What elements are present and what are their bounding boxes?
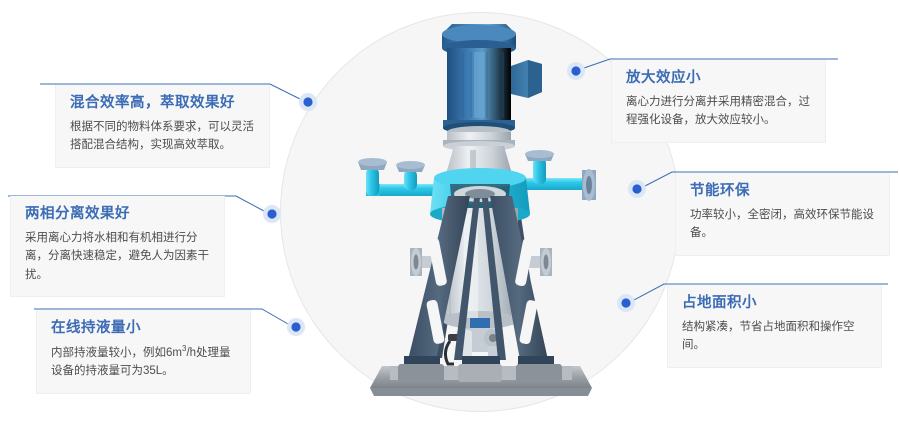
desc-pre: 内部持液量较小，例如6m bbox=[51, 346, 182, 359]
callout-small-footprint[interactable]: 占地面积小 结构紧凑，节省占地面积和操作空间。 bbox=[667, 285, 882, 368]
callout-description: 根据不同的物料体系要求，可以灵活搭配混合结构，实现高效萃取。 bbox=[70, 120, 254, 152]
inlet-pipe-left bbox=[358, 158, 452, 196]
callout-title: 两相分离效果好 bbox=[25, 206, 130, 222]
support-frame-front bbox=[404, 196, 554, 366]
callout-energy-saving[interactable]: 节能环保 功率较小，全密闭，高效环保节能设备。 bbox=[675, 173, 890, 256]
machine-illustration bbox=[358, 24, 596, 396]
base-skid bbox=[370, 364, 592, 396]
callout-title: 在线持液量小 bbox=[51, 320, 141, 336]
desc-superscript: 3 bbox=[181, 343, 187, 353]
callout-low-holdup[interactable]: 在线持液量小 内部持液量较小，例如6m3/h处理量设备的持液量可为35L。 bbox=[36, 310, 251, 394]
callout-title: 占地面积小 bbox=[682, 295, 757, 311]
desc-post: /h处理量设备的持液量可为35L。 bbox=[51, 346, 231, 378]
callout-title: 放大效应小 bbox=[626, 70, 701, 86]
motor bbox=[442, 24, 542, 134]
connector-dot-2 bbox=[287, 318, 305, 336]
callout-description: 功率较小，全密闭，高效环保节能设备。 bbox=[690, 208, 874, 240]
callout-scale-up-effect[interactable]: 放大效应小 离心力进行分离并采用精密混合，过程强化设备，放大效应较小。 bbox=[611, 60, 826, 143]
callout-title: 节能环保 bbox=[690, 183, 750, 199]
callout-description: 离心力进行分离并采用精密混合，过程强化设备，放大效应较小。 bbox=[626, 95, 810, 127]
callout-description: 内部持液量较小，例如6m3/h处理量设备的持液量可为35L。 bbox=[51, 343, 236, 381]
callout-mixing-efficiency[interactable]: 混合效率高，萃取效果好 根据不同的物料体系要求，可以灵活搭配混合结构，实现高效萃… bbox=[55, 85, 270, 168]
callout-title: 混合效率高，萃取效果好 bbox=[70, 95, 235, 111]
callout-description: 采用离心力将水相和有机相进行分离，分离快速稳定，避免人为因素干扰。 bbox=[25, 231, 209, 281]
connector-dot-1 bbox=[263, 205, 281, 223]
inlet-pipe-right bbox=[508, 150, 596, 201]
callout-description: 结构紧凑，节省占地面积和操作空间。 bbox=[682, 320, 855, 352]
callout-phase-separation[interactable]: 两相分离效果好 采用离心力将水相和有机相进行分离，分离快速稳定，避免人为因素干扰… bbox=[10, 196, 225, 298]
